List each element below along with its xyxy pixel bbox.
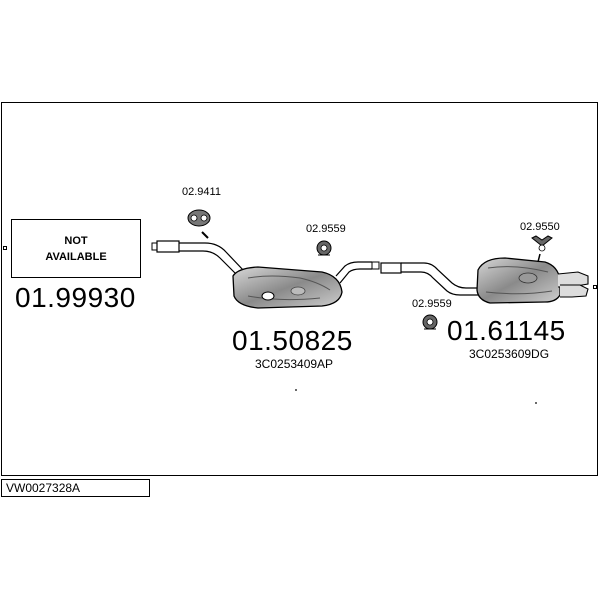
front-part-number: 01.99930	[15, 282, 136, 313]
centre-mounting-part	[316, 240, 332, 256]
centre-hanger-number: 02.9411	[182, 186, 221, 198]
rear-hanger-number: 02.9550	[520, 221, 560, 233]
not-available-line1: NOT	[64, 234, 88, 247]
centre-silencer	[232, 266, 343, 309]
rear-part-number: 01.61145	[447, 315, 566, 346]
centre-pipe	[179, 242, 246, 277]
stray-dot	[295, 389, 297, 391]
centre-mounting-number: 02.9559	[306, 223, 346, 235]
rear-pipe	[380, 262, 478, 296]
rear-silencer	[476, 257, 589, 304]
centre-hanger-part	[187, 209, 211, 239]
rear-mounting-number: 02.9559	[412, 298, 452, 310]
diagram-frame	[1, 102, 598, 476]
rear-mounting-part	[422, 314, 438, 330]
centre-outlet-pipe	[335, 261, 380, 284]
rear-oem-number: 3C0253609DG	[469, 347, 550, 361]
rear-hanger-part	[531, 235, 553, 263]
stray-dot	[535, 402, 537, 404]
left-edge-marker	[3, 246, 7, 250]
centre-part-number: 01.50825	[232, 325, 353, 356]
not-available-line2: AVAILABLE	[45, 250, 107, 263]
right-edge-marker	[593, 285, 597, 289]
diagram-code-label: VW0027328A	[1, 479, 150, 497]
not-available-box: NOT AVAILABLE	[11, 219, 141, 278]
front-pipe-stub	[151, 240, 180, 253]
centre-oem-number: 3C0253409AP	[255, 357, 334, 371]
